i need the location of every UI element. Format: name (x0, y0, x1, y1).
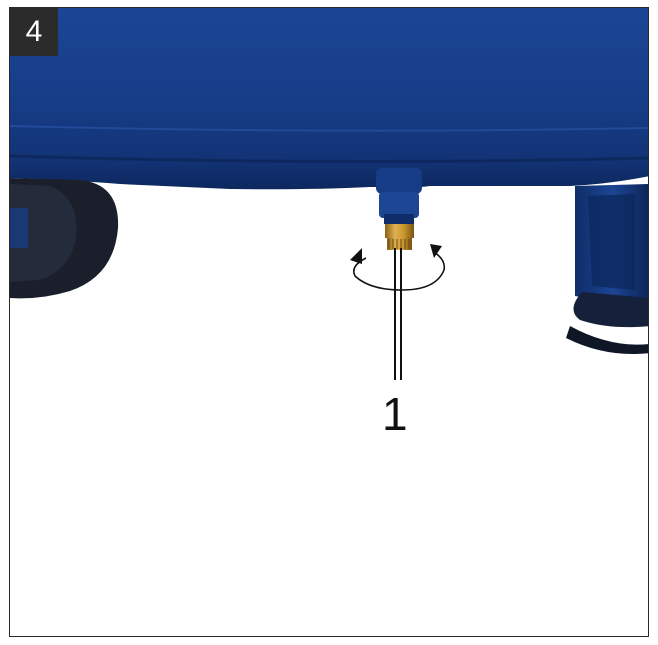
drain-valve (376, 168, 422, 250)
tank-body (10, 8, 648, 190)
callout-leader-line (394, 248, 402, 380)
callout-label: 1 (382, 388, 408, 440)
compressor-illustration (10, 8, 648, 380)
figure-frame: 4 1 (9, 7, 649, 637)
rubber-foot (566, 184, 648, 355)
step-number-badge: 4 (10, 8, 58, 56)
wheel (10, 178, 119, 299)
rotation-arrows-icon (350, 244, 446, 291)
